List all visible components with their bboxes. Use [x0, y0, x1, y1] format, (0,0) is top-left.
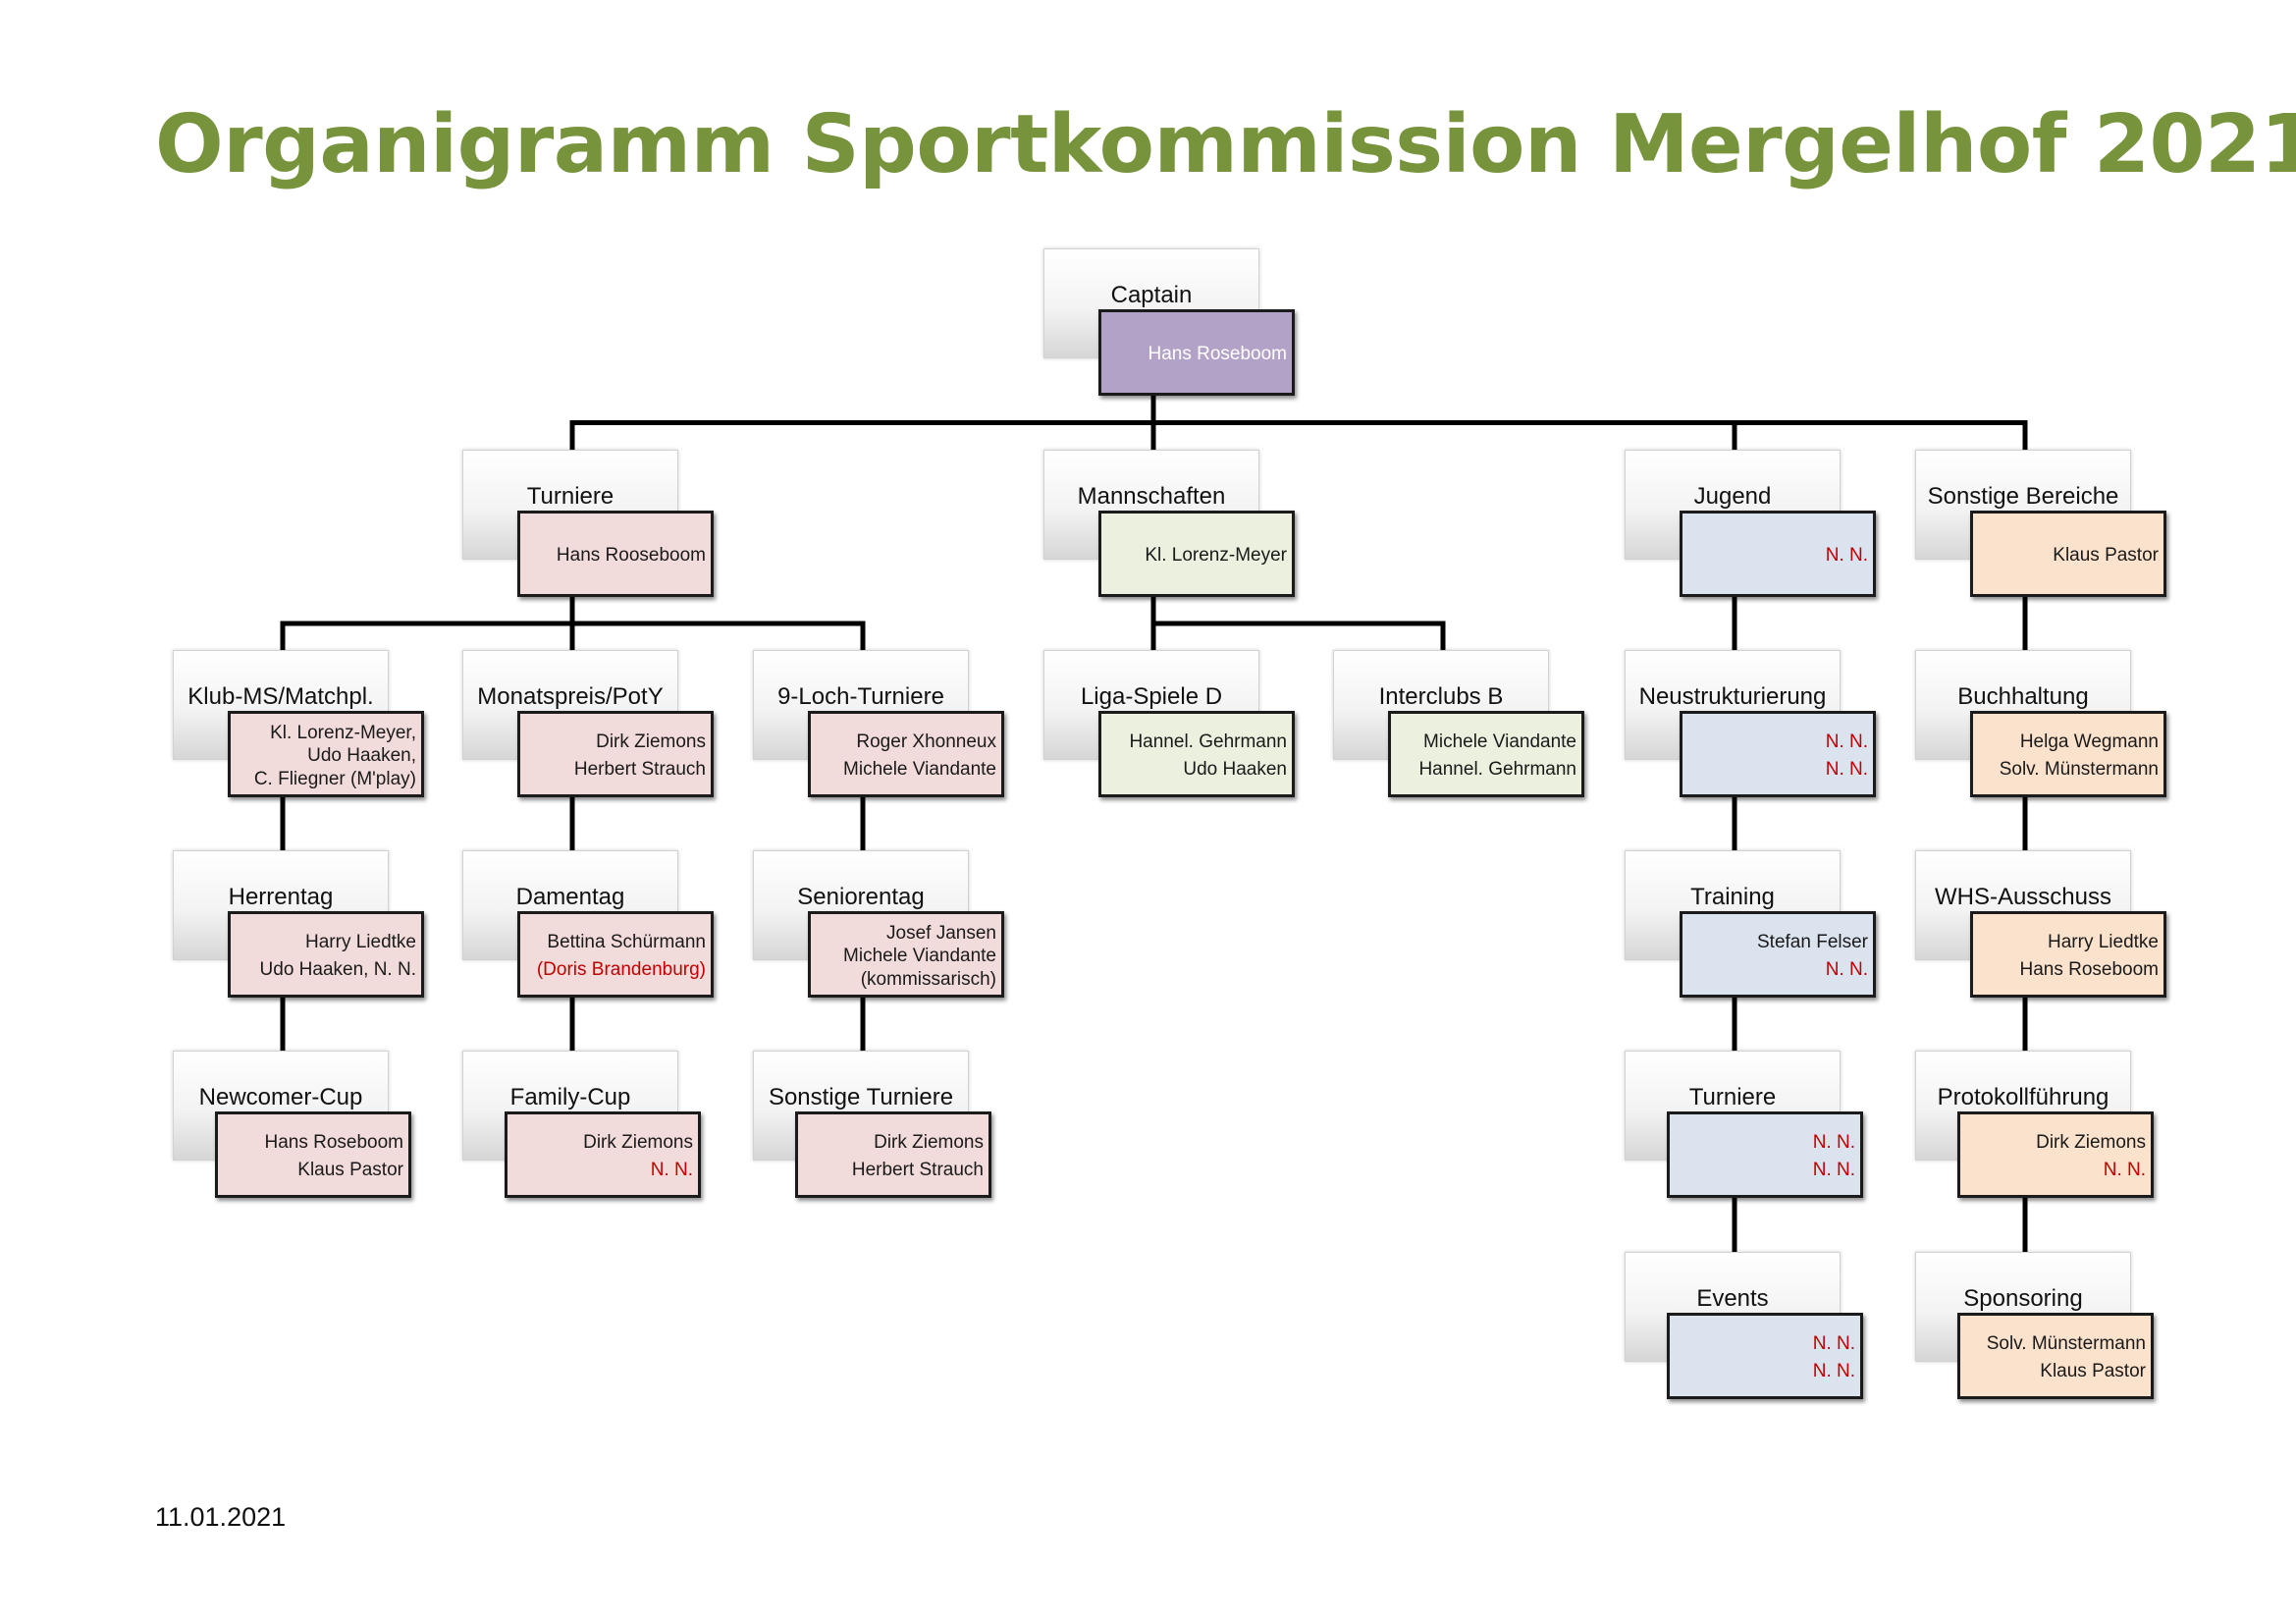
person-name: Herbert Strauch: [573, 759, 706, 780]
person-name: Dirk Ziemons: [874, 1132, 984, 1154]
person-name: Udo Haaken: [1183, 759, 1287, 780]
person-name: Michele Viandante: [1423, 731, 1576, 753]
person-name: N. N.: [1825, 759, 1868, 780]
person-name: Solv. Münstermann: [1986, 1333, 2146, 1355]
person-name: Klaus Pastor: [297, 1160, 403, 1180]
person-name: Udo Haaken,: [307, 745, 416, 767]
person-name: Kl. Lorenz-Meyer,: [270, 723, 416, 744]
person-name: Klaus Pastor: [2053, 545, 2159, 567]
person-name: Hans Roseboom: [264, 1132, 403, 1154]
person-name: Kl. Lorenz-Meyer: [1145, 545, 1287, 567]
person-name: N. N.: [1825, 731, 1868, 753]
person-name: Dirk Ziemons: [2036, 1132, 2146, 1154]
person-name: Herbert Strauch: [851, 1160, 984, 1180]
person-name: Stefan Felser: [1757, 932, 1868, 953]
node-people: N. N. N. N.: [1667, 1313, 1863, 1399]
node-people: N. N. N. N.: [1667, 1111, 1863, 1198]
node-people: Klaus Pastor: [1970, 511, 2166, 597]
node-people: Bettina Schürmann (Doris Brandenburg): [517, 911, 714, 998]
person-name: Michele Viandante: [843, 759, 996, 780]
org-node-klub-ms: Klub-MS/Matchpl.Kl. Lorenz-Meyer,Udo Haa…: [173, 650, 424, 797]
node-title: Interclubs B: [1333, 650, 1549, 760]
person-name: C. Fliegner (M'play): [253, 768, 416, 789]
person-name: Bettina Schürmann: [547, 932, 706, 953]
person-name: Roger Xhonneux: [856, 731, 996, 753]
person-name: Klaus Pastor: [2040, 1361, 2146, 1381]
person-name: Dirk Ziemons: [596, 731, 706, 753]
node-people: Kl. Lorenz-Meyer,Udo Haaken,C. Fliegner …: [228, 711, 424, 797]
person-name: Josef Jansen: [886, 923, 996, 945]
node-people: Dirk Ziemons N. N.: [505, 1111, 701, 1198]
person-name: Udo Haaken, N. N.: [259, 959, 416, 980]
person-name: Hans Roseboom: [1148, 344, 1287, 365]
node-people: Dirk Ziemons N. N.: [1957, 1111, 2154, 1198]
person-name: Helga Wegmann: [2019, 731, 2159, 753]
person-name: Harry Liedtke: [2048, 932, 2159, 953]
person-name: N. N.: [650, 1160, 693, 1180]
person-name: (Doris Brandenburg): [536, 959, 706, 980]
person-name: Solv. Münstermann: [1999, 759, 2159, 780]
node-people: Hans Rooseboom: [517, 511, 714, 597]
person-name: Hannel. Gehrmann: [1129, 731, 1287, 753]
document-date: 11.01.2021: [155, 1502, 287, 1532]
person-name: N. N.: [1812, 1132, 1855, 1154]
node-people: Hans Roseboom: [1098, 309, 1295, 396]
person-name: Hannel. Gehrmann: [1418, 759, 1576, 780]
node-people: N. N. N. N.: [1680, 711, 1876, 797]
page-title: Organigramm Sportkommission Mergelhof 20…: [155, 98, 2296, 191]
person-name: N. N.: [1812, 1361, 1855, 1381]
person-name: Hans Rooseboom: [556, 545, 706, 567]
person-name: N. N.: [1825, 545, 1868, 567]
person-name: N. N.: [1825, 959, 1868, 980]
person-name: Michele Viandante: [843, 946, 996, 967]
person-name: Harry Liedtke: [305, 932, 416, 953]
node-people: Kl. Lorenz-Meyer: [1098, 511, 1295, 597]
person-name: N. N.: [1812, 1333, 1855, 1355]
person-name: N. N.: [1812, 1160, 1855, 1180]
person-name: (kommissarisch): [860, 968, 996, 990]
node-people: Stefan Felser N. N.: [1680, 911, 1876, 998]
person-name: N. N.: [2103, 1160, 2146, 1180]
node-people: N. N.: [1680, 511, 1876, 597]
person-name: Hans Roseboom: [2019, 959, 2159, 980]
person-name: Dirk Ziemons: [583, 1132, 693, 1154]
